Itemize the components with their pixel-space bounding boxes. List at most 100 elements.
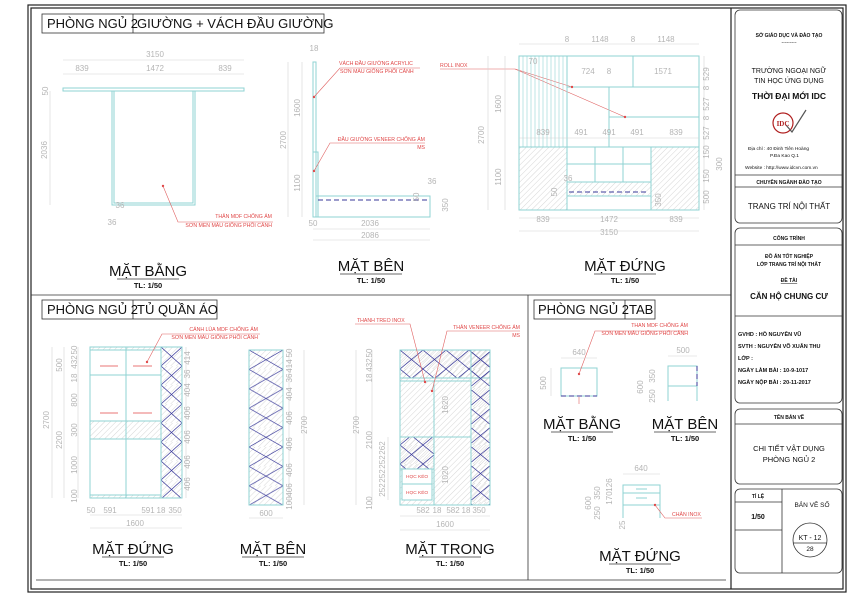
dimension-label: 1600 xyxy=(494,95,503,113)
dimension-label: 432 xyxy=(70,355,79,369)
annotation-wardrobe-body: MS xyxy=(512,333,520,339)
dimension-label: 406 xyxy=(285,483,294,497)
dimension-label: 500 xyxy=(676,346,690,355)
dimension-label: 500 xyxy=(55,358,64,372)
tb-start-date: NGÀY LÀM BÀI : 10-9-1017 xyxy=(738,367,808,374)
dimension-label: 252 xyxy=(378,469,387,483)
dimension-label: 18 xyxy=(433,506,442,515)
dimension-label: 300 xyxy=(70,423,79,437)
wardrobe-inner-drawing xyxy=(355,323,520,531)
dimension-label: 1000 xyxy=(70,456,79,474)
annotation-tab-body: THAN MDF CHỐNG ẨM xyxy=(631,322,688,329)
dimension-label: 527 xyxy=(702,126,711,140)
view-scale: TL: 1/50 xyxy=(671,434,699,443)
dimension-label: 640 xyxy=(634,464,648,473)
dimension-label: 1020 xyxy=(441,466,450,484)
dimension-label: 36 xyxy=(108,218,117,227)
view-scale: TL: 1/50 xyxy=(436,559,464,568)
tb-scale: 1/50 xyxy=(751,514,765,521)
dimension-label: 2100 xyxy=(365,431,374,449)
dimension-label: 350 xyxy=(168,506,182,515)
section-header-bed: PHÒNG NGỦ 2 GIƯỜNG + VÁCH ĐẦU GIƯỜNG xyxy=(41,13,334,34)
dimension-label: 170 xyxy=(605,491,614,505)
dimension-label: 100 xyxy=(285,496,294,510)
dimension-label: 527 xyxy=(702,97,711,111)
dimension-label: 50 xyxy=(412,192,421,201)
dimension-label: 800 xyxy=(70,393,79,407)
tb-scale-header: TỈ LỆ xyxy=(752,492,765,500)
title-block: SỞ GIÁO DỤC VÀ ĐÀO TẠO --------- TRƯỜNG … xyxy=(734,9,843,574)
dimension-label: 50 xyxy=(41,86,50,95)
dimension-label: 1600 xyxy=(293,99,302,117)
tb-address: P.Đa Kao Q.1 xyxy=(770,153,799,159)
section-header-wardrobe: PHÒNG NGỦ 2 TỦ QUẦN ÁO xyxy=(41,299,218,320)
dimension-label: 1600 xyxy=(436,520,454,529)
section-header-tab: PHÒNG NGỦ 2 TAB xyxy=(533,299,656,320)
view-title: MẶT ĐỨNG xyxy=(584,258,666,275)
dimension-label: 8 xyxy=(607,67,612,76)
tb-gvhd: GVHD : HỒ NGUYÊN VŨ xyxy=(738,330,801,338)
dimension-label: 50 xyxy=(87,506,96,515)
dimension-label: 8 xyxy=(565,35,570,44)
annotation-hanging-rod: THANH TREO INOX xyxy=(357,318,405,324)
annotation-roll-inox: ROLL INOX xyxy=(440,63,468,69)
dimension-label: 500 xyxy=(702,190,711,204)
view-title: MẶT BÊN xyxy=(652,416,718,433)
view-title: MẶT ĐỨNG xyxy=(599,548,681,565)
section-room: PHÒNG NGỦ 2 xyxy=(47,16,138,31)
tb-project-header: CÔNG TRÌNH xyxy=(773,234,805,242)
dimension-label: 3150 xyxy=(146,50,164,59)
annotation-tab-body: SƠN MEN MÀU GIỐNG PHỐI CẢNH xyxy=(601,330,688,337)
bed-side-drawing xyxy=(287,61,431,241)
view-scale: TL: 1/50 xyxy=(357,276,385,285)
dimension-label: 406 xyxy=(183,406,192,420)
tb-address: Địa chỉ : 40 Đinh Tiên Hoàng xyxy=(748,145,809,152)
dimension-label: 406 xyxy=(285,463,294,477)
tb-topic-header: ĐỀ TÀI xyxy=(781,277,798,284)
dimension-label: 18 xyxy=(462,506,471,515)
dimension-label: 100 xyxy=(365,496,374,510)
view-title: MẶT BẰNG xyxy=(543,415,621,433)
wardrobe-side-drawing xyxy=(248,349,305,519)
dimension-label: 36 xyxy=(564,174,573,183)
tb-separator: --------- xyxy=(782,40,797,46)
dimension-label: 150 xyxy=(702,169,711,183)
dimension-label: 1100 xyxy=(293,174,302,192)
dimension-label: 18 xyxy=(365,373,374,382)
dimension-label: 2700 xyxy=(42,411,51,429)
tb-submit-date: NGÀY NỘP BÀI : 20-11-2017 xyxy=(738,378,811,386)
dimension-label: 839 xyxy=(669,215,683,224)
view-scale: TL: 1/50 xyxy=(568,434,596,443)
dimension-label: 25 xyxy=(618,520,627,529)
dimension-label: 2036 xyxy=(361,219,379,228)
dimension-label: 300 xyxy=(715,157,724,171)
annotation-tab-leg: CHÂN INOX xyxy=(672,511,701,518)
dimension-label: 18 xyxy=(310,44,319,53)
tb-topic: CĂN HỘ CHUNG CƯ xyxy=(750,292,828,301)
dimension-label: 600 xyxy=(584,496,593,510)
tb-school-line1: TRƯỜNG NGOẠI NGỮ xyxy=(752,66,827,75)
dimension-label: 18 xyxy=(157,506,166,515)
view-title: MẶT BÊN xyxy=(240,541,306,558)
dimension-label: 252 xyxy=(378,455,387,469)
view-title: MẶT BẰNG xyxy=(109,262,187,280)
tb-project: ĐỒ ÁN TỐT NGHIỆP xyxy=(765,252,814,260)
dimension-label: 582 xyxy=(446,506,460,515)
view-scale: TL: 1/50 xyxy=(134,281,162,290)
dimension-label: 406 xyxy=(285,411,294,425)
view-scale: TL: 1/50 xyxy=(259,559,287,568)
section-room: PHÒNG NGỦ 2 xyxy=(47,302,138,317)
view-title: MẶT ĐỨNG xyxy=(92,541,174,558)
tb-major: TRANG TRÍ NỘI THẤT xyxy=(748,201,830,211)
idc-logo: IDC xyxy=(772,109,807,134)
dimension-label: 350 xyxy=(648,369,657,383)
dimension-label: 406 xyxy=(183,455,192,469)
tb-lop: LỚP : xyxy=(738,354,753,362)
tab-drawings xyxy=(550,330,702,519)
dimension-label: 2200 xyxy=(55,431,64,449)
tb-drawing-name: CHI TIẾT VẬT DỤNG xyxy=(753,443,825,453)
dimension-label: 591 xyxy=(141,506,155,515)
view-scale: TL: 1/50 xyxy=(626,566,654,575)
bed-plan-drawing xyxy=(49,59,273,223)
